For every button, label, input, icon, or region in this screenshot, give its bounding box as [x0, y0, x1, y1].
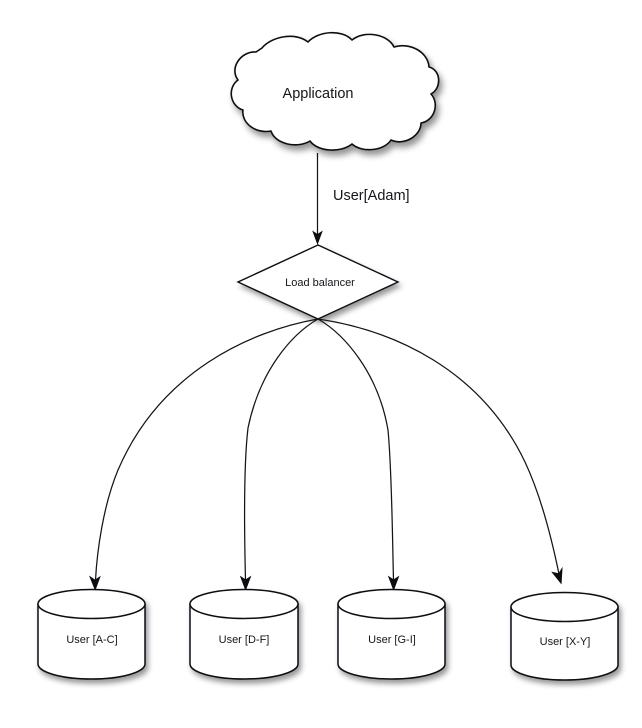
- edge-line-shard-2: [243, 318, 319, 581]
- diamond-label: Load balancer: [285, 277, 355, 289]
- cylinder-1-body: [37, 588, 146, 680]
- cloud-label: Application: [283, 86, 354, 102]
- arrow-head-shard-4: [551, 566, 563, 585]
- cylinder-4-body: [510, 591, 619, 681]
- cylinder-3-label: User [G-I]: [368, 634, 416, 646]
- edge-line-shard-3: [317, 318, 395, 581]
- node-application-cloud[interactable]: Application: [230, 31, 440, 151]
- edge-line-shard-1: [94, 318, 319, 581]
- edge-label-request: User[Adam]: [333, 188, 410, 204]
- node-shard-cylinder-3[interactable]: User [G-I]: [337, 588, 446, 680]
- edge-lb-to-shard-2[interactable]: [239, 318, 319, 591]
- node-shard-cylinder-1[interactable]: User [A-C]: [37, 588, 146, 680]
- node-shard-cylinder-2[interactable]: User [D-F]: [189, 588, 299, 680]
- cylinder-4-label: User [X-Y]: [540, 636, 591, 648]
- node-load-balancer-diamond[interactable]: Load balancer: [236, 244, 400, 320]
- cloud-shape: [230, 31, 440, 151]
- cylinder-2-label: User [D-F]: [219, 634, 270, 646]
- edge-lb-to-shard-1[interactable]: [89, 318, 319, 591]
- arrow-head-shard-1: [89, 575, 101, 591]
- edge-line-shard-4: [317, 318, 560, 575]
- arrow-head-shard-2: [239, 575, 252, 591]
- edge-lb-to-shard-3[interactable]: [317, 318, 400, 591]
- edge-lb-to-shard-4[interactable]: [317, 318, 563, 585]
- edge-application-to-load-balancer[interactable]: User[Adam]: [312, 153, 410, 245]
- node-shard-cylinder-4[interactable]: User [X-Y]: [510, 591, 619, 681]
- arrow-head-shard-3: [387, 575, 400, 591]
- arrow-head-request: [312, 230, 323, 245]
- cylinder-3-body: [337, 588, 446, 680]
- cylinder-2-body: [189, 588, 299, 680]
- cylinder-1-label: User [A-C]: [66, 634, 117, 646]
